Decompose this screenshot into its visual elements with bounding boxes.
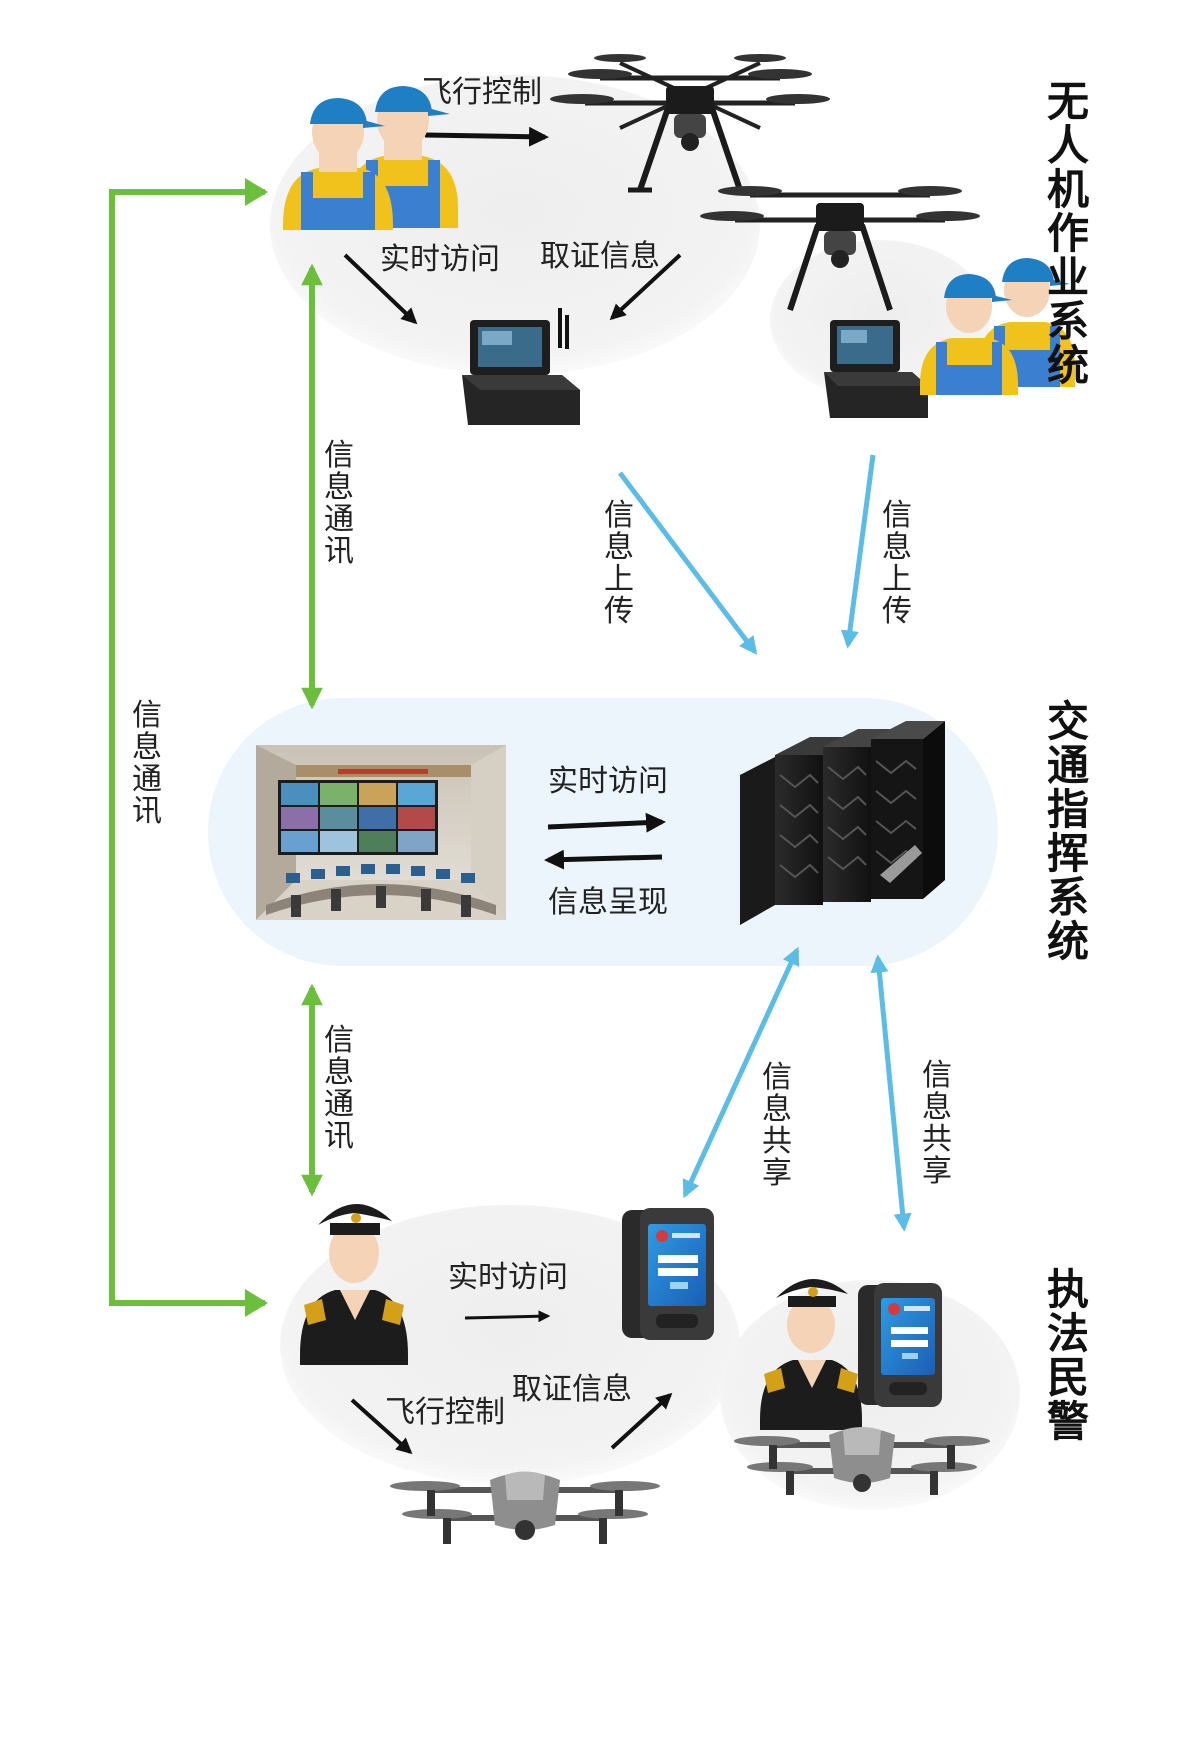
- section-title-police: 执法民警: [1046, 1265, 1089, 1446]
- label-info-comm-lower: 信息通讯: [324, 1023, 354, 1154]
- control-room-image: [256, 745, 506, 920]
- arrow-info-present-center: [544, 849, 663, 870]
- label-info-present-center: 信息呈现: [548, 885, 668, 920]
- label-evidence-info-top: 取证信息: [540, 239, 660, 274]
- label-flight-control-top: 飞行控制: [422, 75, 542, 110]
- green-arrowhead-top: [245, 178, 268, 206]
- worker-pair-icon-2: [920, 258, 1075, 395]
- label-info-comm-upper: 信息通讯: [324, 438, 354, 569]
- ground-station-case-icon-2: [824, 320, 928, 418]
- label-info-upload-right: 信息上传: [882, 498, 912, 629]
- label-info-upload-left: 信息上传: [604, 498, 634, 629]
- blue-share-arrow-right: [870, 954, 912, 1232]
- blue-upload-arrow-right: [840, 454, 876, 649]
- arrow-realtime-access-center: [547, 812, 666, 833]
- arrow-realtime-access-top: [343, 253, 418, 325]
- label-realtime-access-bottom: 实时访问: [448, 1260, 568, 1295]
- label-realtime-access-top: 实时访问: [380, 242, 500, 277]
- label-info-share-right: 信息共享: [922, 1058, 952, 1189]
- label-evidence-info-bottom: 取证信息: [512, 1372, 632, 1407]
- server-rack-icon: [740, 721, 945, 925]
- police-handheld-terminal-icon: [622, 1208, 714, 1340]
- police-officer-icon: [300, 1203, 408, 1365]
- police-officer-icon-2: [760, 1278, 862, 1430]
- arrow-evidence-bottom: [610, 1392, 673, 1450]
- green-arrowhead-bottom: [245, 1289, 268, 1317]
- quadcopter-drone-icon: [390, 1471, 660, 1544]
- blue-upload-arrow-left: [618, 471, 758, 655]
- section-title-uav-system: 无人机作业系统: [1046, 77, 1089, 390]
- police-handheld-terminal-icon-2: [858, 1283, 942, 1407]
- arrow-evidence-top: [609, 253, 682, 321]
- arrow-flight-control-bottom: [350, 1398, 413, 1455]
- quadcopter-drone-icon-2: [734, 1427, 990, 1495]
- label-realtime-access-center: 实时访问: [548, 764, 668, 799]
- label-info-comm-outer: 信息通讯: [132, 698, 162, 829]
- arrow-realtime-access-bottom: [464, 1310, 551, 1323]
- ground-station-case-icon: [462, 308, 580, 425]
- blue-share-arrow-left: [682, 946, 800, 1199]
- green-outer-comm-arrow: [109, 189, 265, 1306]
- arrow-flight-control-top: [424, 126, 549, 147]
- hexacopter-drone-icon-2: [700, 186, 980, 311]
- label-flight-control-bottom: 飞行控制: [385, 1395, 505, 1430]
- worker-pair-icon: [283, 86, 458, 230]
- label-info-share-left: 信息共享: [762, 1060, 792, 1191]
- hexacopter-drone-icon: [550, 54, 830, 193]
- section-title-command-system: 交通指挥系统: [1046, 697, 1089, 966]
